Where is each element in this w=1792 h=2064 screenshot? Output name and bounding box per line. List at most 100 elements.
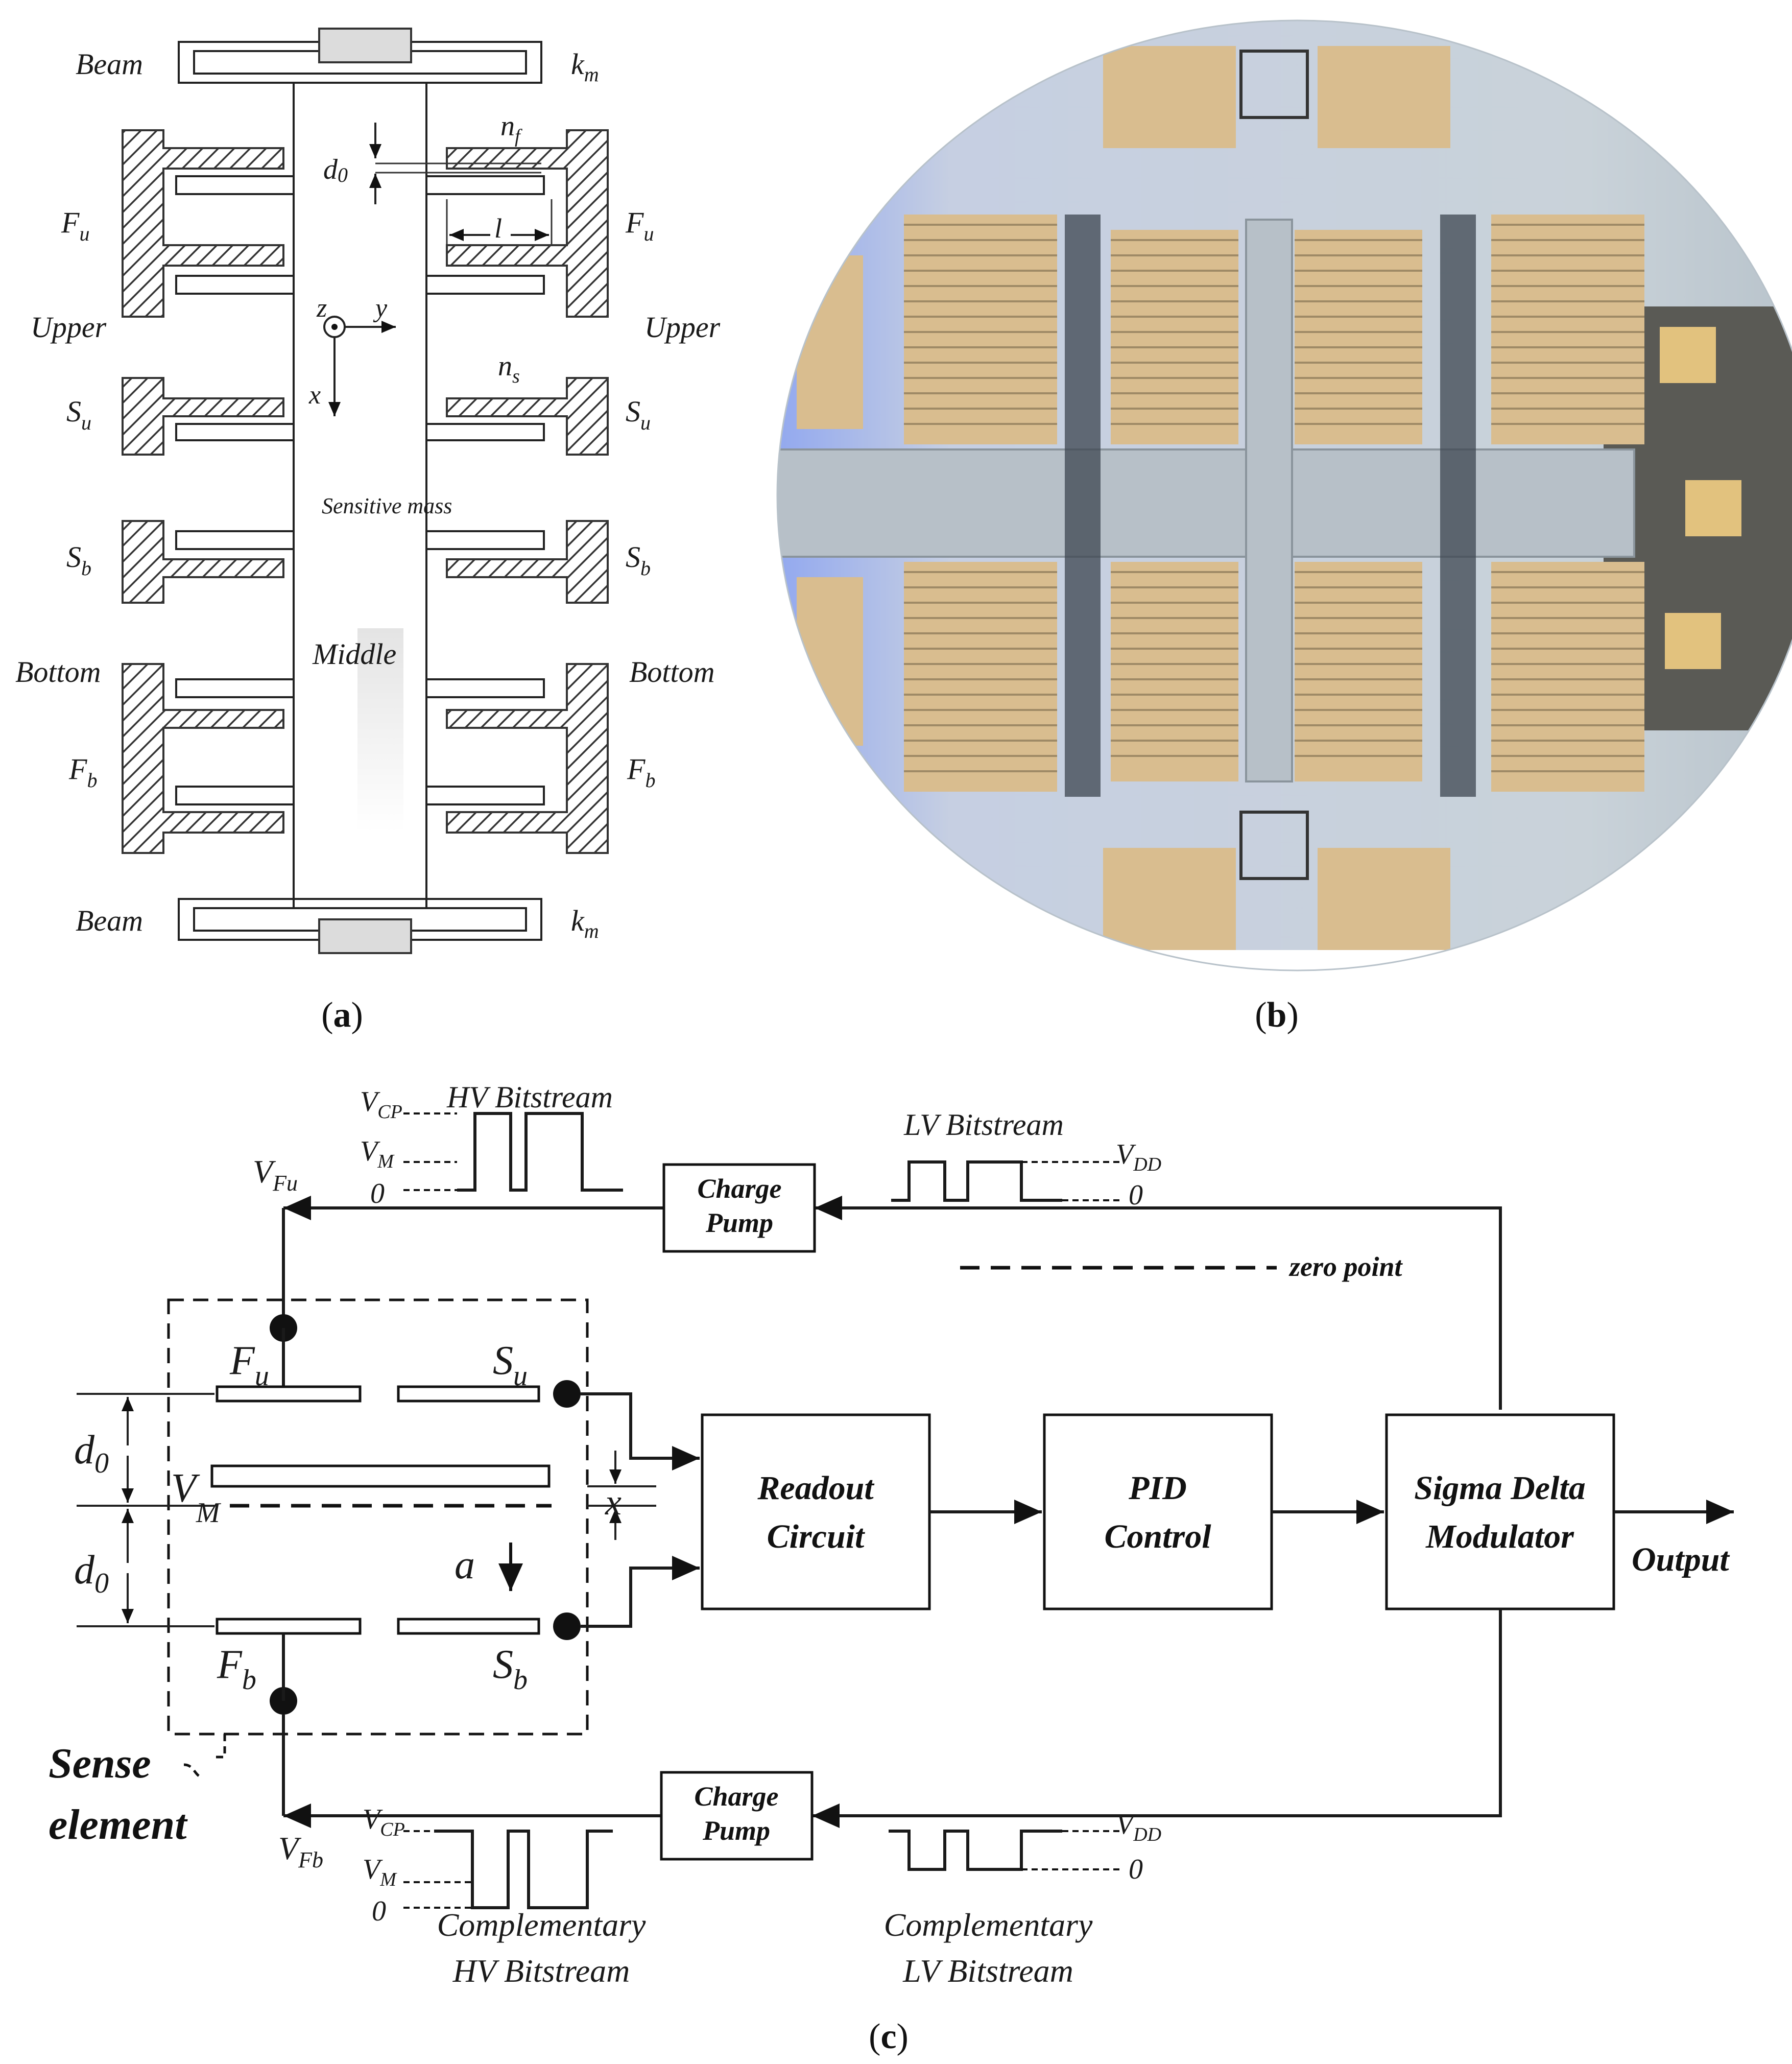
- vm-bottom-label: VM: [363, 1854, 397, 1890]
- middle-shading: [357, 628, 403, 833]
- l-label: l: [494, 213, 502, 244]
- d0-label: d0: [323, 154, 348, 186]
- coordinate-axes: [323, 316, 396, 416]
- su-label: Su: [493, 1338, 528, 1392]
- sb-to-readout-wire: [581, 1556, 700, 1628]
- bond-pad-3: [1665, 613, 1721, 669]
- sb-left-anchor: [122, 520, 284, 604]
- sb-label: Sb: [493, 1642, 528, 1696]
- vdd-top-label: VDD: [1116, 1138, 1161, 1175]
- d0-bottom-label: d0: [74, 1548, 109, 1599]
- comb-blocks: [797, 46, 1644, 950]
- km-bottom-label: km: [571, 904, 599, 942]
- fb-right-label: Fb: [627, 752, 655, 792]
- vdd-bottom-label: VDD: [1116, 1809, 1161, 1845]
- vfu-label: VFu: [253, 1153, 298, 1196]
- fu-label: Fu: [229, 1338, 269, 1392]
- fu-left-anchor: [122, 129, 284, 318]
- su-plate: [397, 1385, 540, 1403]
- sb-plate: [397, 1618, 540, 1635]
- charge-pump-bottom: [660, 1771, 814, 1861]
- fu-plate: [216, 1385, 362, 1403]
- sdm-line1: Sigma Delta: [1414, 1469, 1586, 1507]
- lv-bitstream-waveform: [891, 1160, 1121, 1202]
- readout-line2: Circuit: [767, 1518, 865, 1555]
- sensitive-mass-label: Sensitive mass: [322, 493, 452, 518]
- zero-top-left-label: 0: [370, 1178, 385, 1209]
- bottom-left-label: Bottom: [15, 655, 101, 689]
- a-label: a: [455, 1543, 475, 1587]
- beam-anchor: [318, 28, 412, 63]
- pid-control-block: [1043, 1413, 1273, 1610]
- d0-dimensions: [77, 1393, 214, 1627]
- su-left-label: Su: [66, 395, 91, 434]
- comp-hv-line1: Complementary: [437, 1907, 646, 1943]
- comp-lv-line1: Complementary: [884, 1907, 1093, 1943]
- su-right-anchor: [446, 377, 609, 456]
- beam-top-label: Beam: [76, 48, 143, 81]
- top-beam: [178, 28, 542, 84]
- vfb-label: VFb: [278, 1830, 323, 1872]
- su-right-label: Su: [626, 395, 651, 434]
- bond-pad-1: [1660, 327, 1716, 383]
- upper-right-label: Upper: [644, 311, 721, 344]
- panel-b-chip-photo: (b): [776, 19, 1792, 1035]
- bond-pad-2: [1685, 480, 1741, 536]
- sb-right-anchor: [446, 520, 609, 604]
- d0-dimension: [369, 123, 541, 204]
- fb-plate: [216, 1618, 362, 1635]
- panel-c-block-diagram: VCP HV Bitstream LV Bitstream VM VDD VFu…: [49, 1080, 1734, 2056]
- right-anchors: [446, 129, 609, 854]
- d0-top-label: d0: [74, 1428, 109, 1479]
- zero-top-right-label: 0: [1129, 1179, 1143, 1211]
- lv-bitstream-label: LV Bitstream: [903, 1108, 1064, 1142]
- vcp-bottom-label: VCP: [363, 1804, 405, 1840]
- sigma-delta-modulator-block: [1385, 1413, 1615, 1610]
- caption-c: (c): [869, 2017, 909, 2056]
- vm-top-label: VM: [360, 1135, 395, 1172]
- output-label: Output: [1632, 1541, 1730, 1578]
- vm-mid-label: VM: [171, 1466, 222, 1529]
- x-label: x: [605, 1482, 622, 1523]
- sb-node: [553, 1612, 581, 1640]
- caption-b: (b): [1255, 995, 1299, 1035]
- readout-circuit-block: [701, 1413, 931, 1610]
- bottom-beam: [178, 898, 542, 954]
- su-node: [553, 1380, 581, 1408]
- bottom-right-label: Bottom: [629, 655, 715, 689]
- beam-anchor: [318, 918, 412, 954]
- x-label: x: [308, 381, 321, 410]
- caption-a: (a): [321, 995, 363, 1035]
- sense-element-pointer: [183, 1734, 226, 1779]
- su-left-anchor: [122, 377, 284, 456]
- fb-left-label: Fb: [68, 752, 97, 792]
- left-anchors: [122, 129, 284, 854]
- etch-hole-columns: [1065, 50, 1476, 880]
- charge-pump-bottom-line1: Charge: [694, 1781, 778, 1812]
- bottom-feedback-wire: [812, 1609, 1502, 1828]
- center-strip: [1245, 219, 1293, 782]
- z-label: z: [316, 294, 327, 323]
- fb-left-anchor: [122, 663, 284, 854]
- comp-hv-line2: HV Bitstream: [452, 1953, 630, 1989]
- fu-right-anchor: [446, 129, 609, 318]
- shuttle-body: [293, 83, 427, 909]
- panel-a-mems-structure: Beam km nf d0 Fu Fu l Upper Upper z y x …: [15, 28, 721, 1035]
- fb-label: Fb: [217, 1642, 256, 1696]
- hv-bitstream-waveform: [403, 1112, 623, 1192]
- fu-left-label: Fu: [61, 206, 89, 245]
- moving-fingers: [175, 175, 545, 805]
- zero-bottom-left-label: 0: [372, 1895, 386, 1927]
- readout-line1: Readout: [757, 1469, 874, 1507]
- charge-pump-top-line1: Charge: [697, 1173, 781, 1204]
- pid-line2: Control: [1104, 1518, 1211, 1555]
- zero-bottom-right-label: 0: [1129, 1854, 1143, 1885]
- x-displacement: [587, 1451, 656, 1540]
- charge-pump-bottom-line2: Pump: [702, 1815, 770, 1846]
- charge-pump-top: [662, 1163, 816, 1253]
- su-to-readout-wire: [581, 1392, 700, 1470]
- beam-bottom-label: Beam: [76, 904, 143, 937]
- y-label: y: [373, 294, 388, 323]
- chip-micrograph: [777, 20, 1792, 950]
